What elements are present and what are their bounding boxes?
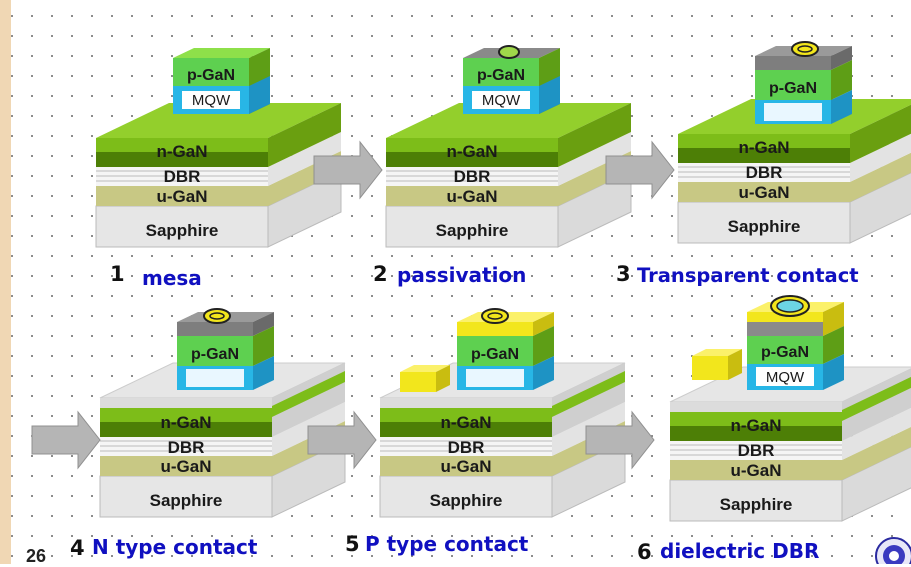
layer-u-gan: u-GaN: [447, 187, 498, 206]
layer-p-gan: p-GaN: [191, 346, 239, 363]
step-number: 5: [345, 532, 360, 556]
layer-sapphire: Sapphire: [728, 217, 801, 236]
device-stack-6: p-GaN MQW n-GaN DBR u-GaN Sapphire: [669, 295, 911, 522]
layer-p-gan: p-GaN: [471, 346, 519, 363]
layer-u-gan: u-GaN: [441, 457, 492, 476]
step-caption: Transparent contact: [637, 264, 859, 287]
layer-p-gan: p-GaN: [769, 80, 817, 97]
layer-dbr: DBR: [168, 438, 205, 457]
layer-n-gan: n-GaN: [447, 142, 498, 161]
device-stack-5: p-GaN n-GaN DBR u-GaN Sapphire: [379, 308, 626, 518]
layer-n-gan: n-GaN: [441, 413, 492, 432]
step-caption: mesa: [142, 266, 202, 290]
logo-icon: [875, 537, 911, 564]
device-stack-4: p-GaN n-GaN DBR u-GaN Sapphire: [99, 308, 346, 518]
slide-left-border: [0, 0, 11, 564]
arrow-right-icon: [31, 410, 101, 470]
layer-p-gan: p-GaN: [477, 67, 525, 84]
layer-dbr: DBR: [746, 163, 783, 182]
layer-u-gan: u-GaN: [161, 457, 212, 476]
step-caption: dielectric DBR: [660, 539, 820, 563]
layer-u-gan: u-GaN: [731, 461, 782, 480]
layer-dbr: DBR: [454, 167, 491, 186]
layer-p-gan: p-GaN: [761, 344, 809, 361]
arrow-right-icon: [313, 140, 383, 200]
step-caption: passivation: [397, 263, 527, 287]
layer-u-gan: u-GaN: [157, 187, 208, 206]
step-number: 1: [110, 262, 125, 286]
layer-dbr: DBR: [448, 438, 485, 457]
layer-mqw: MQW: [766, 369, 805, 386]
layer-sapphire: Sapphire: [146, 221, 219, 240]
step-caption: P type contact: [365, 532, 529, 556]
device-stack-3: p-GaN n-GaN DBR u-GaN Sapphire: [677, 41, 911, 244]
layer-n-gan: n-GaN: [731, 416, 782, 435]
layer-mqw: MQW: [192, 92, 231, 109]
layer-sapphire: Sapphire: [436, 221, 509, 240]
layer-sapphire: Sapphire: [150, 491, 223, 510]
step-caption: N type contact: [92, 535, 258, 559]
arrow-right-icon: [307, 410, 377, 470]
arrow-right-icon: [605, 140, 675, 200]
layer-u-gan: u-GaN: [739, 183, 790, 202]
device-stack-2: p-GaN MQW n-GaN DBR u-GaN Sapphire: [385, 45, 632, 248]
step-number: 2: [373, 262, 388, 286]
layer-sapphire: Sapphire: [720, 495, 793, 514]
layer-n-gan: n-GaN: [161, 413, 212, 432]
step-number: 4: [70, 536, 85, 560]
step-number: 6: [637, 540, 652, 564]
step-number: 3: [616, 262, 631, 286]
arrow-right-icon: [585, 410, 655, 470]
layer-mqw: MQW: [482, 92, 521, 109]
layer-n-gan: n-GaN: [739, 138, 790, 157]
layer-dbr: DBR: [738, 441, 775, 460]
layer-dbr: DBR: [164, 167, 201, 186]
layer-p-gan: p-GaN: [187, 67, 235, 84]
slide-page-number: 26: [26, 546, 47, 566]
layer-n-gan: n-GaN: [157, 142, 208, 161]
layer-sapphire: Sapphire: [430, 491, 503, 510]
